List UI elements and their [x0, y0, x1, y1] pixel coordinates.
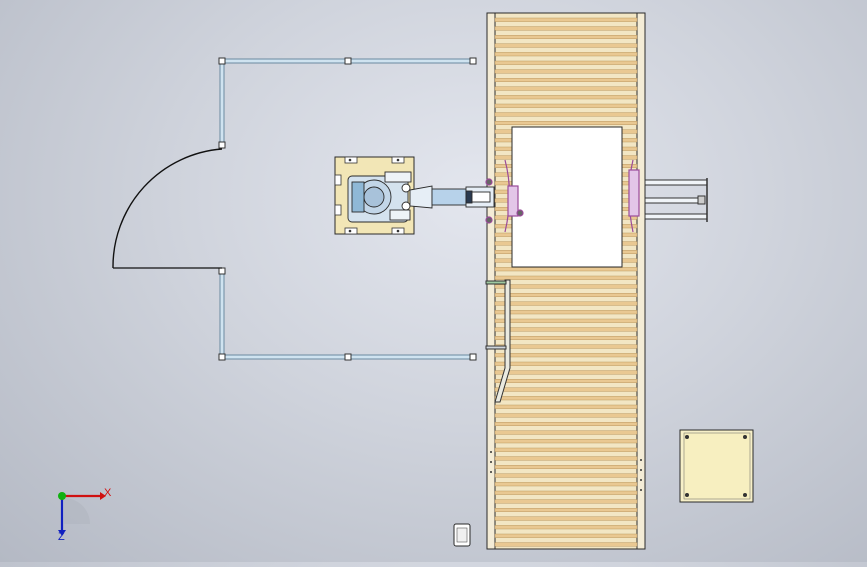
roller	[494, 361, 638, 366]
roller	[494, 267, 638, 272]
safety-fence	[112, 57, 477, 361]
roller	[494, 86, 638, 91]
roller	[494, 120, 638, 125]
roller	[494, 318, 638, 323]
roller	[494, 26, 638, 31]
roller	[494, 275, 638, 280]
roller	[494, 43, 638, 48]
roller-conveyor[interactable]	[486, 12, 646, 550]
roller	[494, 95, 638, 100]
roller	[494, 52, 638, 57]
pallet-box[interactable]	[511, 126, 623, 268]
y-axis-origin-icon	[58, 492, 66, 500]
roller	[494, 490, 638, 495]
roller	[494, 456, 638, 461]
roller	[494, 430, 638, 435]
roller	[494, 353, 638, 358]
axis-x-label: X	[104, 487, 112, 499]
roller	[494, 284, 638, 289]
roller	[494, 77, 638, 82]
roller	[494, 533, 638, 538]
roller	[494, 17, 638, 22]
roller	[494, 69, 638, 74]
roller	[494, 293, 638, 298]
roller	[494, 508, 638, 513]
fence-door[interactable]	[112, 148, 223, 269]
roller	[494, 465, 638, 470]
guide-rail	[485, 279, 511, 403]
roller	[494, 499, 638, 504]
roller	[494, 473, 638, 478]
roller	[494, 525, 638, 530]
roller	[494, 379, 638, 384]
robot-arm[interactable]	[347, 171, 495, 223]
roller	[494, 447, 638, 452]
roller	[494, 413, 638, 418]
roller	[494, 370, 638, 375]
roller	[494, 387, 638, 392]
centering-jaws	[485, 159, 640, 233]
roller	[494, 516, 638, 521]
roller	[494, 344, 638, 349]
axis-z-label: Z	[58, 531, 65, 543]
teach-pendant-box[interactable]	[453, 523, 471, 547]
roller	[494, 112, 638, 117]
roller	[494, 439, 638, 444]
roller	[494, 404, 638, 409]
push-cylinder[interactable]	[644, 178, 708, 222]
roller	[494, 103, 638, 108]
roller	[494, 542, 638, 547]
axis-triad: X Z	[50, 484, 120, 544]
roller	[494, 310, 638, 315]
roller	[494, 336, 638, 341]
roller	[494, 396, 638, 401]
roller	[494, 327, 638, 332]
axis-triad-graphic	[58, 492, 106, 536]
control-cabinet[interactable]	[679, 429, 754, 503]
roller	[494, 422, 638, 427]
roller	[494, 482, 638, 487]
roller	[494, 35, 638, 40]
roller	[494, 301, 638, 306]
roller	[494, 60, 638, 65]
